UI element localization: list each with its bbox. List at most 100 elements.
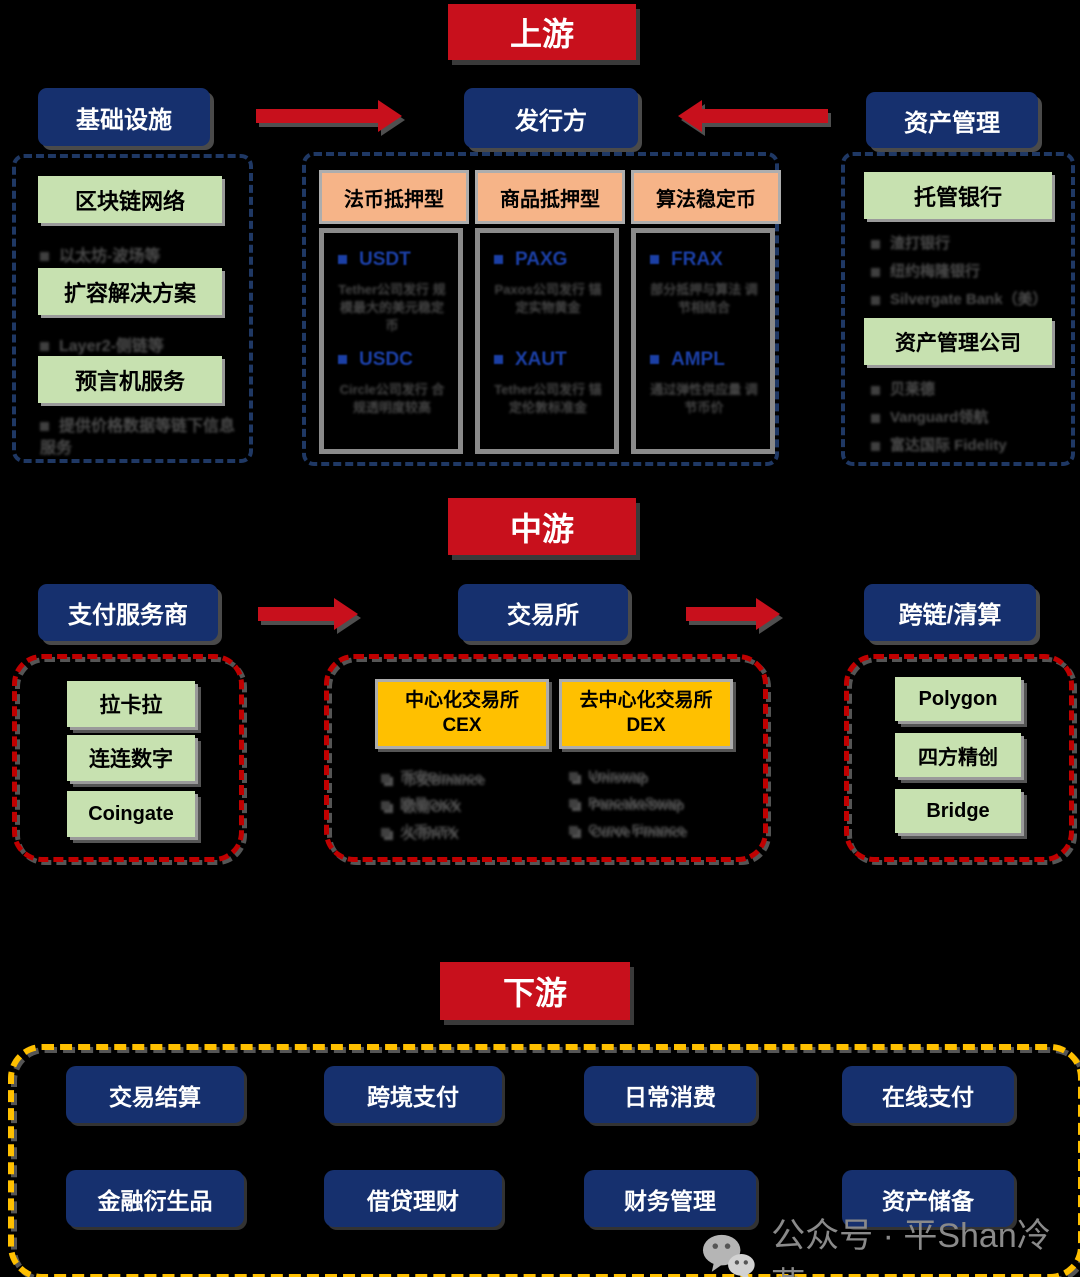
crosschain-item-polygon: Polygon	[895, 677, 1021, 721]
item-label: Polygon	[918, 687, 998, 710]
custodian-note: 渣打银行	[871, 232, 950, 253]
algorithmic-stablecoin-box: FRAX 部分抵押与算法 调节相结合 AMPL 通过弹性供应量 调节币价	[631, 228, 775, 454]
note-text: 贝莱德	[890, 381, 936, 398]
asset-mgmt-company-box: 资产管理公司	[864, 318, 1052, 365]
note-text: 以太坊-波场等	[59, 248, 161, 265]
blockchain-network-label: 区块链网络	[74, 188, 185, 214]
bullet-icon	[381, 800, 390, 810]
exchange-header: 交易所	[458, 584, 628, 641]
crosschain-header: 跨链/清算	[864, 584, 1036, 641]
upstream-banner-label: 上游	[509, 16, 574, 52]
payment-item-lakala: 拉卡拉	[67, 681, 195, 727]
coin-frax-desc: 部分抵押与算法 调节相结合	[650, 282, 758, 316]
oracle-service-note: 提供价格数据等链下信息服务	[40, 416, 238, 459]
bullet-icon	[40, 422, 49, 432]
bullet-icon	[381, 773, 390, 783]
oracle-service-box: 预言机服务	[38, 356, 222, 403]
fiat-collateral-label: 法币抵押型	[344, 188, 444, 211]
app-daily-consumption: 日常消费	[584, 1066, 756, 1123]
exchange-header-label: 交易所	[507, 602, 579, 629]
cex-note: 币安Binance	[381, 767, 482, 787]
midstream-banner: 中游	[448, 498, 636, 555]
scaling-solution-label: 扩容解决方案	[63, 280, 196, 306]
algorithmic-stablecoin-header: 算法稳定币	[631, 170, 781, 224]
coin-paxg-desc: Paxos公司发行 锚定实物黄金	[494, 282, 602, 316]
coin-usdt-desc: Tether公司发行 规模最大的美元稳定币	[338, 282, 446, 334]
bullet-icon	[40, 252, 49, 262]
infrastructure-header-label: 基础设施	[76, 106, 172, 134]
watermark: 公众号 · 平Shan冷燕	[700, 1208, 1080, 1277]
app-label: 交易结算	[109, 1083, 201, 1110]
app-asset-reserve: 资产储备	[842, 1170, 1014, 1227]
app-label: 财务管理	[624, 1187, 716, 1214]
note-text: Silvergate Bank（美）	[890, 291, 1048, 308]
item-label: Bridge	[926, 799, 990, 822]
coin-name: AMPL	[671, 349, 725, 370]
watermark-text: 公众号 · 平Shan冷燕	[771, 1217, 1051, 1277]
note-text: PancakeSwap	[588, 794, 682, 810]
upstream-banner: 上游	[448, 4, 636, 60]
crosschain-group: Polygon 四方精创 Bridge	[844, 654, 1074, 862]
crosschain-item-sifang: 四方精创	[895, 733, 1021, 777]
app-label: 金融衍生品	[97, 1187, 213, 1214]
coin-name: FRAX	[671, 249, 723, 270]
note-text: Vanguard领航	[890, 409, 989, 426]
bullet-icon	[650, 355, 659, 365]
asset-mgmt-note: Vanguard领航	[871, 406, 988, 427]
bullet-icon	[569, 825, 578, 835]
downstream-banner-label: 下游	[502, 975, 567, 1011]
coin-usdc: USDC	[338, 349, 413, 371]
dex-note: PancakeSwap	[569, 794, 681, 810]
infrastructure-panel: 区块链网络 以太坊-波场等 扩容解决方案 Layer2-侧链等 预言机服务 提供…	[12, 154, 253, 463]
downstream-group	[8, 1044, 1080, 1277]
scaling-solution-note: Layer2-侧链等	[40, 332, 164, 356]
blockchain-network-note: 以太坊-波场等	[40, 242, 160, 266]
arrow-left-icon	[678, 100, 828, 132]
asset-mgmt-company-label: 资产管理公司	[895, 331, 1021, 355]
coin-name: PAXG	[515, 249, 568, 270]
fiat-collateral-box: USDT Tether公司发行 规模最大的美元稳定币 USDC Circle公司…	[319, 228, 463, 454]
note-text: 币安Binance	[400, 769, 483, 785]
payment-provider-header: 支付服务商	[38, 584, 218, 641]
bullet-icon	[338, 355, 347, 365]
cex-box: 中心化交易所 CEX	[375, 679, 549, 749]
bullet-icon	[569, 798, 578, 808]
app-crossborder-payment: 跨境支付	[324, 1066, 502, 1123]
dex-label-line2: DEX	[626, 715, 666, 736]
bullet-icon	[871, 413, 880, 423]
crosschain-header-label: 跨链/清算	[898, 602, 1002, 629]
oracle-service-label: 预言机服务	[74, 368, 185, 394]
note-text: 纽约梅隆银行	[890, 263, 981, 280]
dex-note: Uniswap	[569, 767, 646, 783]
issuer-header: 发行方	[464, 88, 638, 148]
coin-name: USDT	[359, 249, 411, 270]
fiat-collateral-header: 法币抵押型	[319, 170, 469, 224]
midstream-banner-label: 中游	[509, 510, 574, 547]
arrow-right-icon	[258, 598, 358, 630]
coin-ampl-desc: 通过弹性供应量 调节币价	[650, 382, 758, 416]
cex-label-line2: CEX	[442, 715, 482, 736]
custodian-note: Silvergate Bank（美）	[871, 288, 1048, 309]
payment-provider-label: 支付服务商	[68, 602, 188, 629]
dex-note: Curve Finance	[569, 821, 684, 837]
custodian-bank-label: 托管银行	[913, 184, 1002, 210]
app-label: 在线支付	[882, 1083, 974, 1110]
app-treasury-management: 财务管理	[584, 1170, 756, 1227]
note-text: 欧易OKX	[400, 796, 459, 812]
item-label: 连连数字	[89, 748, 173, 771]
coin-xaut: XAUT	[494, 349, 567, 371]
app-online-payment: 在线支付	[842, 1066, 1014, 1123]
bullet-icon	[338, 255, 347, 265]
app-label: 借贷理财	[367, 1187, 459, 1214]
cex-note: 火币HTX	[381, 821, 456, 841]
custodian-note: 纽约梅隆银行	[871, 260, 980, 281]
dex-box: 去中心化交易所 DEX	[559, 679, 733, 749]
exchange-group: 中心化交易所 CEX 去中心化交易所 DEX 币安Binance 欧易OKX 火…	[324, 654, 768, 862]
payment-item-lianlian: 连连数字	[67, 735, 195, 781]
asset-management-header: 资产管理	[866, 92, 1038, 148]
downstream-banner: 下游	[440, 962, 630, 1020]
arrow-right-icon	[256, 100, 402, 132]
issuer-header-label: 发行方	[515, 107, 587, 135]
dex-label-line1: 去中心化交易所	[579, 690, 713, 712]
note-text: 火币HTX	[400, 823, 456, 839]
